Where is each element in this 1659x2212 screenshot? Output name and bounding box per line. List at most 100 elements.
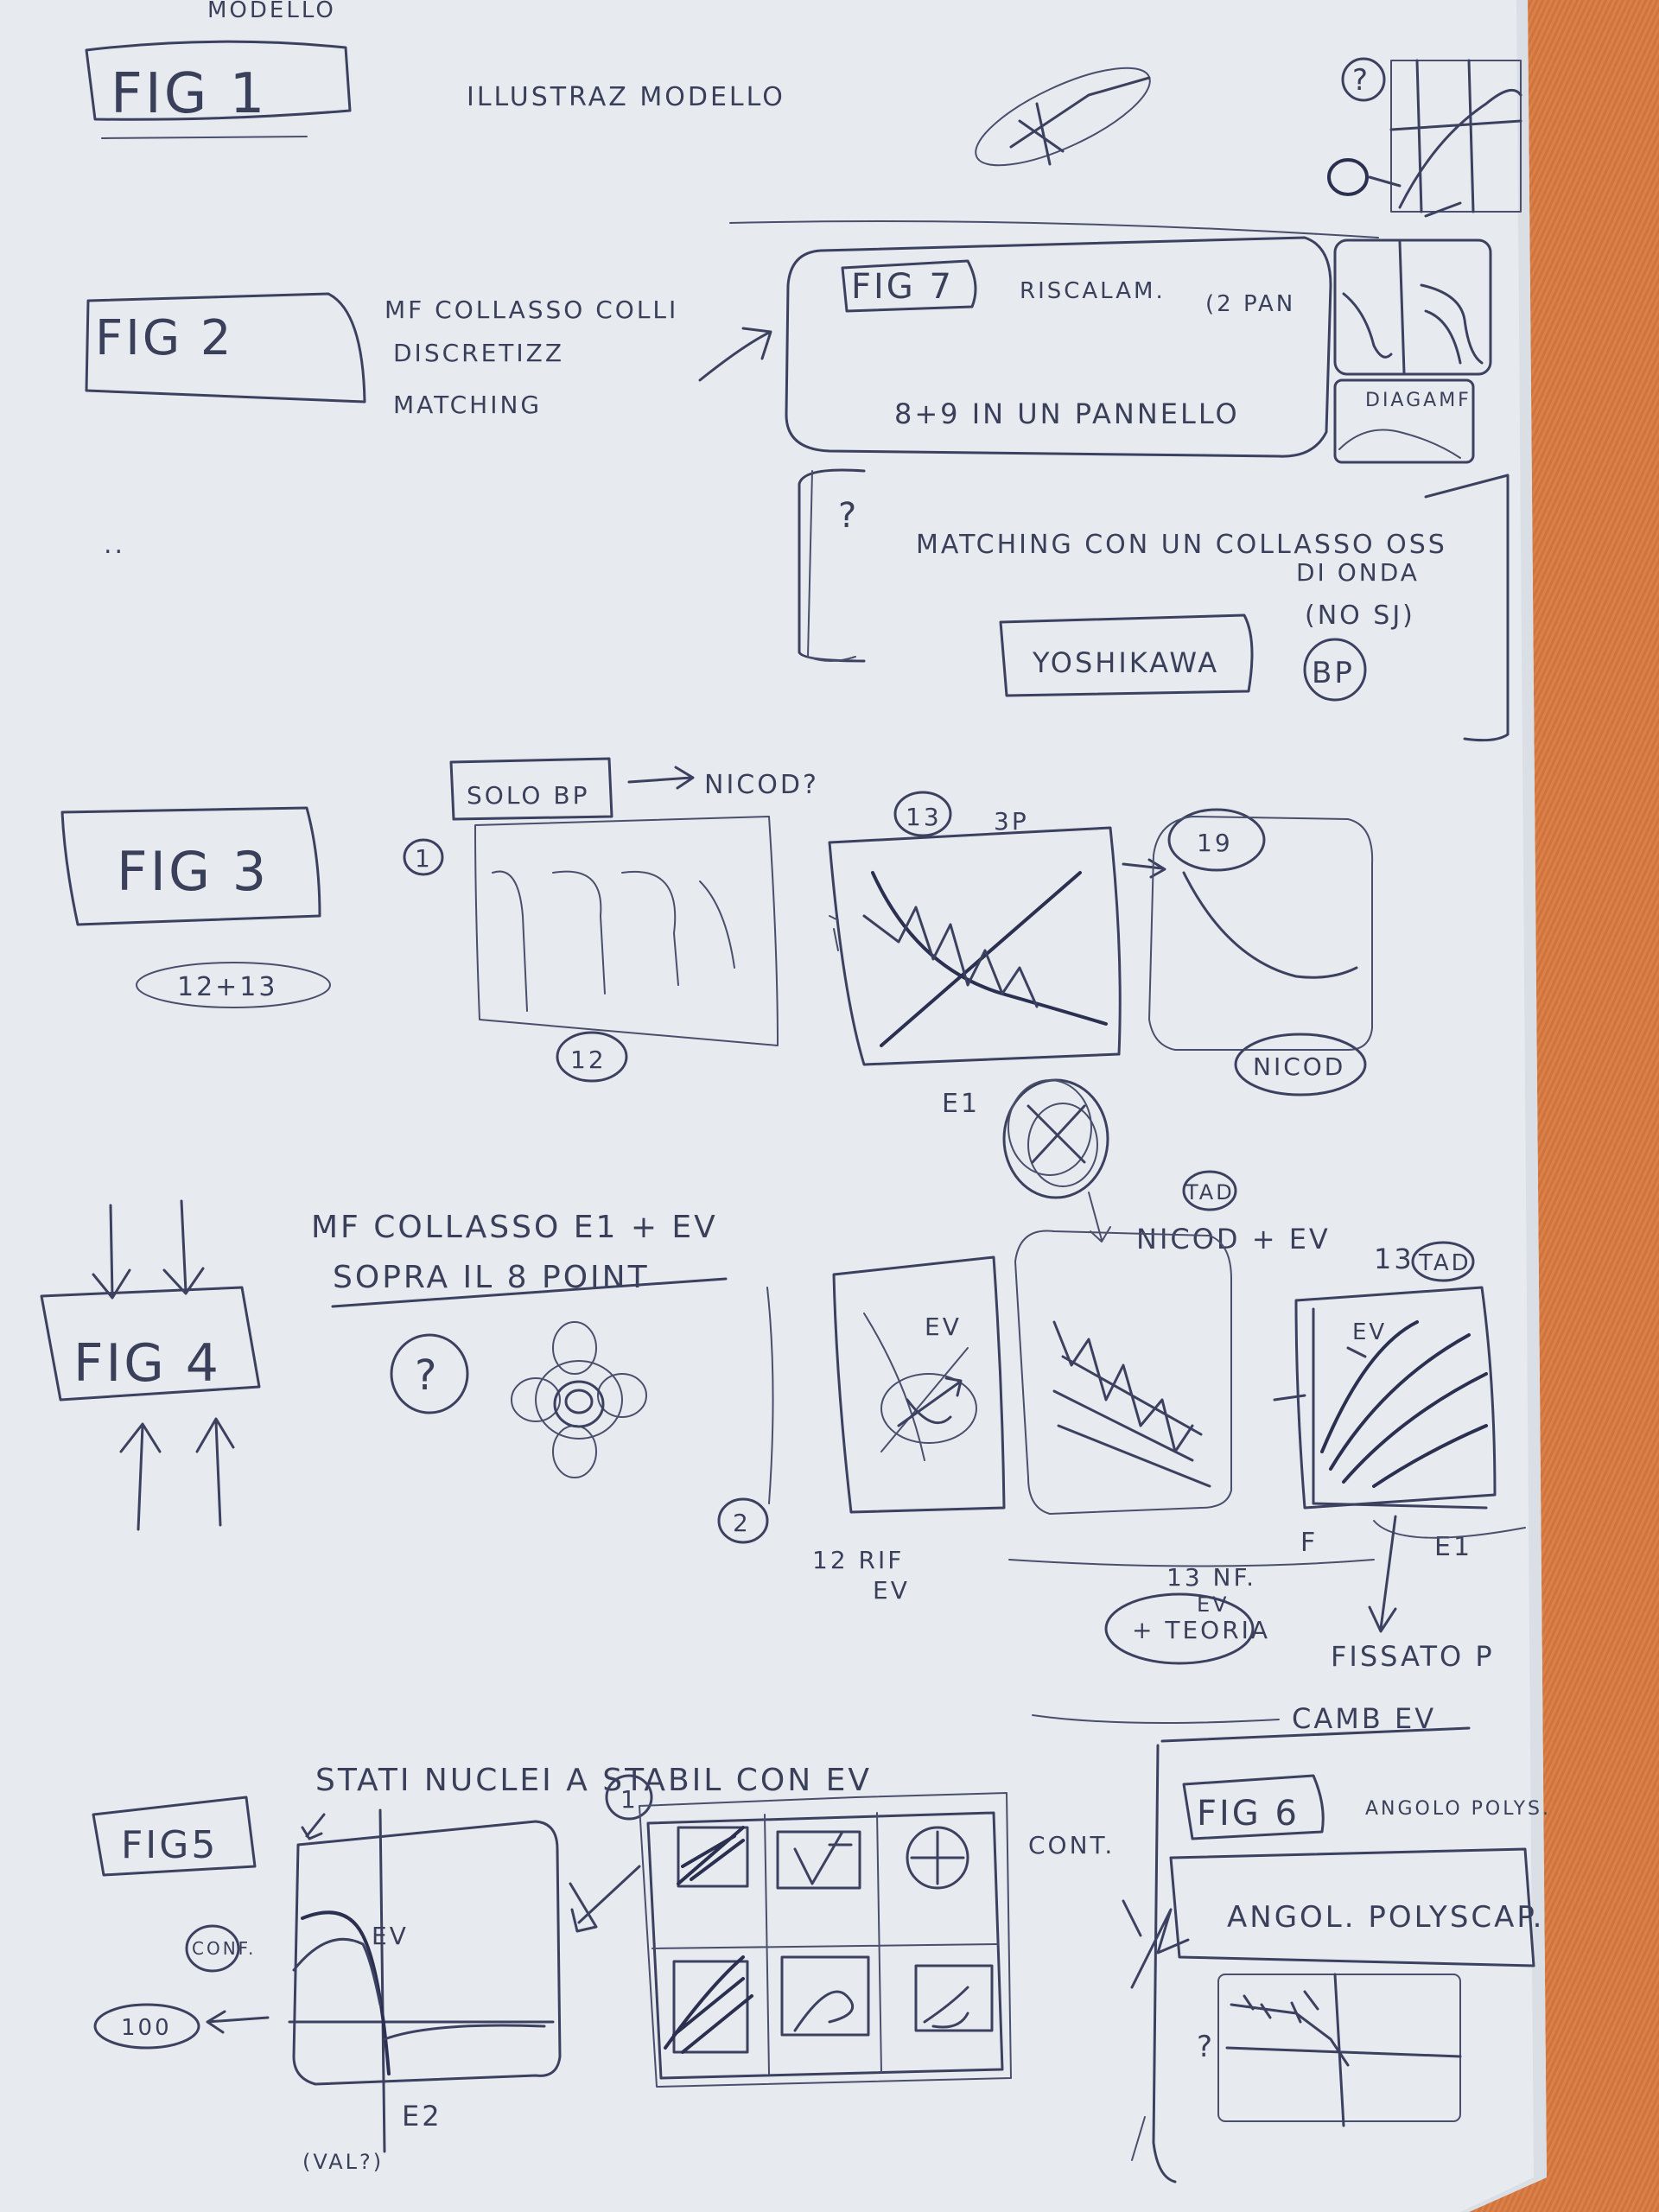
fig6-polys: ANGOL. POLYSCAP. [1227,1900,1544,1935]
fig5-ev: EV [372,1922,409,1950]
fig7-side-panels: DIAGAMF [1333,238,1492,464]
fig6-polys-box [1169,1847,1535,1967]
fig3-circle-13 [893,791,952,837]
fig5-cont: CONT. [1028,1831,1115,1859]
fig5-title: STATI NUCLEI A STABIL CON EV [315,1763,872,1798]
fig4-teoria: + TEORIA [1132,1616,1270,1644]
fig4-box [40,1286,261,1402]
fig1-model-sketch [975,67,1151,167]
fig5-one: 1 [620,1785,639,1814]
fig6-note: ANGOLO POLYS. [1365,1798,1551,1820]
matching-box [798,468,1510,742]
fig7-label: FIG 7 [851,267,954,307]
fig3-panel-13 [828,826,1122,1066]
fig4-tad1-circle [1182,1170,1237,1211]
nicod-circle [1234,1033,1367,1096]
fig4-panel-nicod-ev [1014,1230,1232,1515]
fig7-bottom: 8+9 IN UN PANNELLO [894,397,1240,430]
fig4-circle-2-label: 2 [733,1509,751,1537]
fig5-num-circle [93,2003,200,2050]
fig5-grid-arrow [569,1865,641,1933]
fig3-box [60,806,321,926]
solo-bp-label: SOLO BP [467,781,589,810]
fig1-box [85,40,352,121]
matching-question: ? [838,496,859,536]
fig1-question: ? [1352,63,1370,98]
fig4-nf: 13 NF. [1166,1563,1256,1592]
nicod-label: NICOD [1253,1052,1345,1081]
fig3-label: FIG 3 [117,840,269,903]
fig3-circle-13-label: 13 [906,803,942,831]
fig4-question-circle [390,1333,469,1414]
fig4-circle-2 [717,1497,769,1544]
fig2-label: FIG 2 [95,310,234,366]
fig4-rif: 12 RIF [812,1546,904,1574]
yoshikawa-box [999,613,1254,697]
fig4-label: FIG 4 [73,1333,221,1394]
matching-line3: (NO SJ) [1305,601,1415,631]
fig3-circle-1-label: 1 [415,844,433,873]
header-scribble: MODELLO [207,0,336,23]
fig3-circle-12-label: 12 [570,1046,607,1074]
fig4-b13: 13 [1374,1243,1414,1275]
fig5-conf: CONF. [192,1938,256,1959]
fig7-note: RISCALAM. [1020,278,1166,304]
fig1-phase-sketch: ? [1327,57,1522,218]
fig7-side-label: DIAGAMF [1365,390,1471,411]
matching-line2: DI ONDA [1296,558,1420,587]
fig4-line1: MF COLLASSO E1 + EV [311,1210,718,1245]
bp-circle [1303,638,1367,702]
fig7-label-box [841,259,977,313]
fig5-conf-circle [185,1924,240,1973]
fig4-ev-label: EV [925,1313,962,1341]
fig4-teoria-circle [1104,1592,1255,1665]
fig3-e1: E1 [942,1089,980,1119]
fig5-val: (VAL?) [302,2150,384,2174]
fig3-sub: 12+13 [177,972,277,1002]
fig1-label: FIG 1 [111,62,267,126]
fig5-circle-1 [605,1774,653,1821]
arrow-to-fig7 [698,327,772,382]
fig5-num: 100 [121,2015,172,2041]
fig4-ev2: EV [1352,1319,1387,1345]
fig3-panel-12 [474,816,779,1046]
fig2-dots: .. [104,530,125,560]
fig4-tad2: TAD [1418,1250,1471,1276]
paper-sheet [0,0,1547,2212]
fig6-frame [1131,1726,1471,2183]
fig2-box [85,292,366,404]
fig4-f: F [1300,1528,1318,1558]
fig6-box [1182,1774,1325,1840]
fig5-e2: E2 [402,2100,442,2133]
fig4-panel-13-tad [1273,1286,1497,1510]
fig4-arrow-down [1368,1515,1397,1633]
fig4-flower-sketch [511,1321,647,1478]
fig4-rif-ev: EV [873,1576,910,1605]
fig7-box [785,236,1332,458]
fig6-label: FIG 6 [1197,1794,1300,1834]
fig4-nicod-ev: NICOD + EV [1136,1223,1331,1255]
solo-bp-box [449,757,613,821]
bp-label: BP [1312,656,1355,690]
fig2-note-2: DISCRETIZZ [393,339,564,367]
fig2-note-1: MF COLLASSO COLLI [385,296,678,324]
fig3-panel-19 [1148,816,1374,1051]
nicod-arrow-label: NICOD? [704,770,819,800]
fig3-sub-circle [136,962,331,1008]
fig4-arrows-down [92,1199,205,1300]
fig4-underline [331,1277,728,1308]
fig7-note2: (2 PAN [1205,291,1295,317]
matching-line1: MATCHING CON UN COLLASSO OSS [916,530,1447,560]
fig4-fissato: FISSATO P [1331,1640,1495,1673]
fig6-plot [1217,1973,1462,2127]
fig5-grid [639,1792,1012,2088]
fig5-plot [288,1808,562,2153]
fig2-note-3: MATCHING [393,391,542,419]
fig5-box [92,1796,257,1877]
fig4-arrows-up [119,1417,235,1531]
fig6-question: ? [1197,2030,1215,2064]
fig3-circle-12 [556,1031,628,1083]
fig3-circle-19 [1167,808,1266,872]
scribble-ball [1002,1078,1109,1199]
